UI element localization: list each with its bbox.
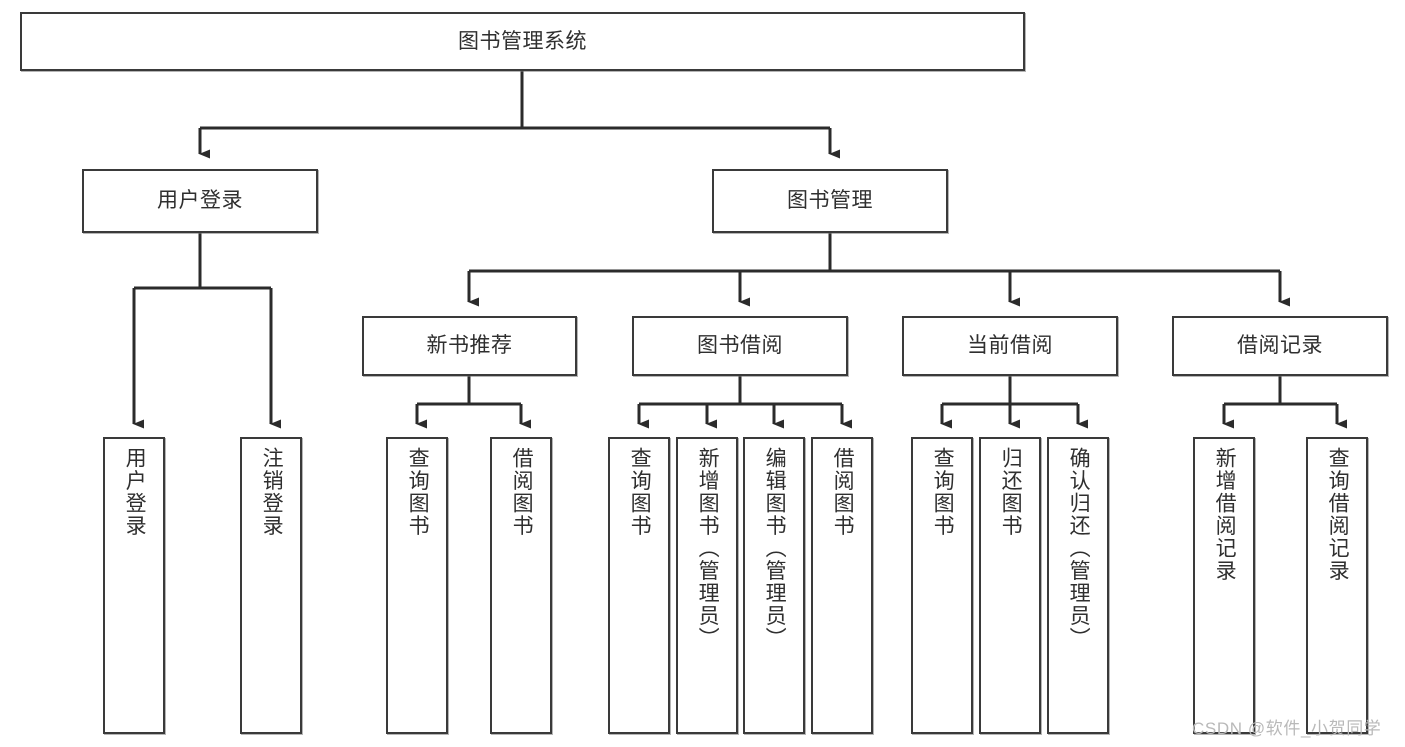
node-leaf-query-record[interactable]: 查询借阅记录 xyxy=(1306,437,1368,734)
node-leaf-borrow-book-1[interactable]: 借阅图书 xyxy=(490,437,552,734)
node-label: 用户登录 xyxy=(157,189,243,213)
node-label: 查询借阅记录 xyxy=(1326,447,1350,582)
node-borrow-record[interactable]: 借阅记录 xyxy=(1172,316,1388,376)
node-book-management-system[interactable]: 图书管理系统 xyxy=(20,12,1025,71)
node-leaf-logout-login[interactable]: 注销登录 xyxy=(240,437,302,734)
node-book-management[interactable]: 图书管理 xyxy=(712,169,948,233)
node-user-login[interactable]: 用户登录 xyxy=(82,169,318,233)
node-label: 用户登录 xyxy=(123,447,147,537)
node-label: 借阅记录 xyxy=(1237,334,1323,358)
node-label: 借阅图书 xyxy=(831,447,855,537)
node-label: 新增图书（管理员） xyxy=(696,447,720,650)
node-leaf-borrow-book-2[interactable]: 借阅图书 xyxy=(811,437,873,734)
node-label: 注销登录 xyxy=(260,447,284,537)
node-leaf-confirm-return[interactable]: 确认归还（管理员） xyxy=(1047,437,1109,734)
node-new-book-recommend[interactable]: 新书推荐 xyxy=(362,316,577,376)
node-label: 编辑图书（管理员） xyxy=(763,447,787,650)
node-leaf-add-record[interactable]: 新增借阅记录 xyxy=(1193,437,1255,734)
node-label: 确认归还（管理员） xyxy=(1067,447,1091,650)
node-label: 图书借阅 xyxy=(697,334,783,358)
node-label: 新增借阅记录 xyxy=(1213,447,1237,582)
node-leaf-query-book-3[interactable]: 查询图书 xyxy=(911,437,973,734)
node-leaf-query-book-1[interactable]: 查询图书 xyxy=(386,437,448,734)
node-leaf-add-book[interactable]: 新增图书（管理员） xyxy=(676,437,738,734)
node-label: 归还图书 xyxy=(999,447,1023,537)
node-leaf-edit-book[interactable]: 编辑图书（管理员） xyxy=(743,437,805,734)
node-leaf-return-book[interactable]: 归还图书 xyxy=(979,437,1041,734)
node-label: 查询图书 xyxy=(628,447,652,537)
node-leaf-query-book-2[interactable]: 查询图书 xyxy=(608,437,670,734)
node-label: 查询图书 xyxy=(406,447,430,537)
node-label: 图书管理系统 xyxy=(458,29,587,53)
node-leaf-user-login[interactable]: 用户登录 xyxy=(103,437,165,734)
node-label: 图书管理 xyxy=(787,189,873,213)
node-current-borrow[interactable]: 当前借阅 xyxy=(902,316,1118,376)
node-book-borrow[interactable]: 图书借阅 xyxy=(632,316,848,376)
node-label: 当前借阅 xyxy=(967,334,1053,358)
node-label: 借阅图书 xyxy=(510,447,534,537)
csdn-watermark: CSDN @软件_小贺同学 xyxy=(1192,719,1382,738)
node-label: 新书推荐 xyxy=(426,334,513,358)
node-label: 查询图书 xyxy=(931,447,955,537)
